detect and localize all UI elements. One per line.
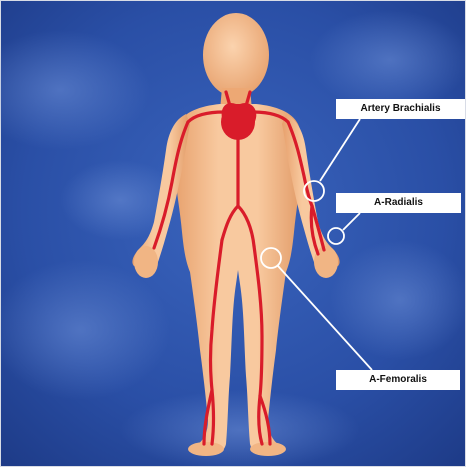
bg-cloud [330,240,466,360]
label-a-radialis: A-Radialis [336,193,461,213]
left-hand [134,246,158,278]
label-artery-brachialis: Artery Brachialis [336,99,465,119]
heart [221,104,255,140]
right-foot [250,442,286,456]
head [203,13,269,97]
bg-cloud [310,10,466,110]
left-foot [188,442,224,456]
label-a-femoralis: A-Femoralis [336,370,460,390]
bg-cloud [120,390,360,467]
